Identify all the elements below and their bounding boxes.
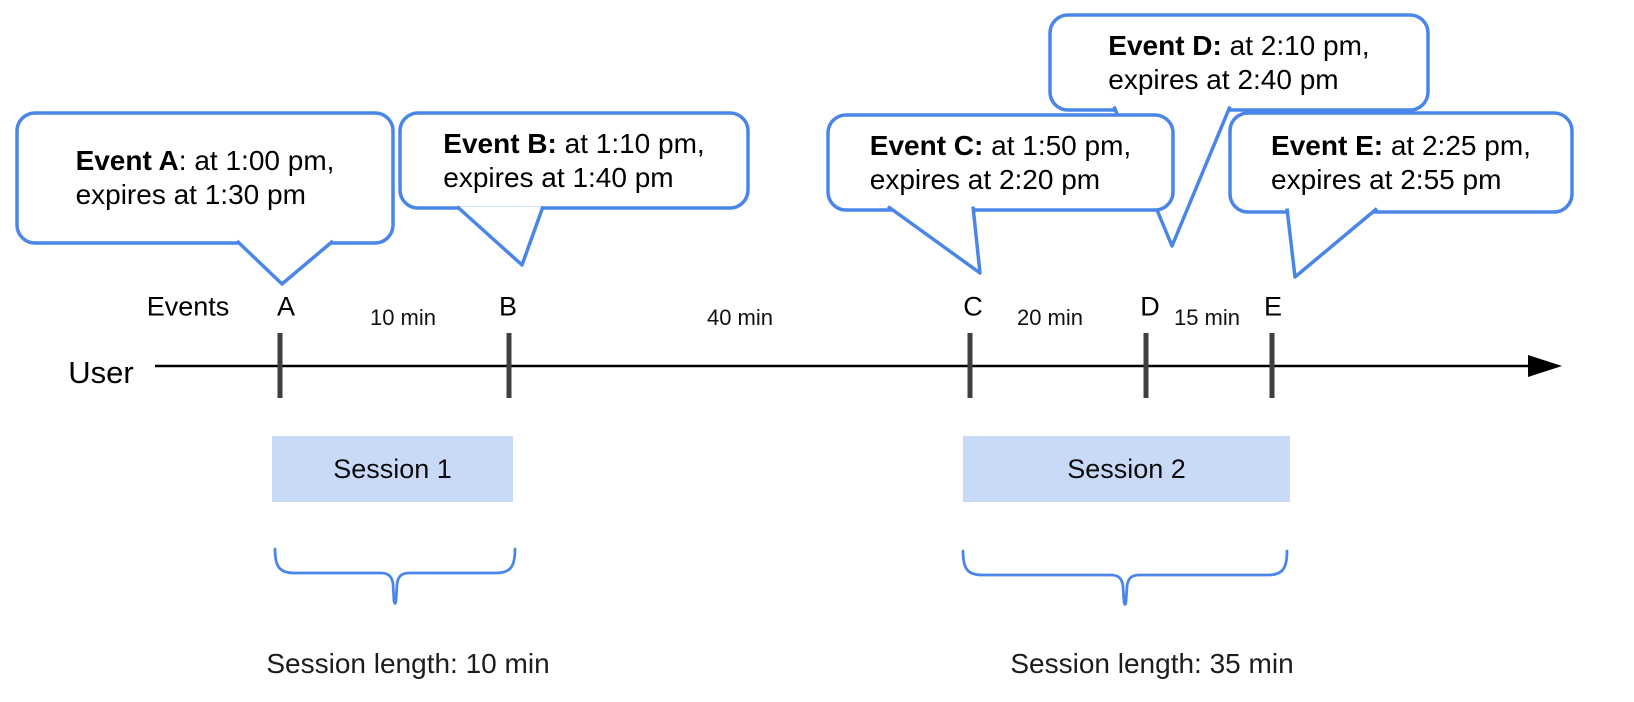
callout-tail-b xyxy=(455,205,545,267)
interval-label-b-c: 40 min xyxy=(706,305,774,330)
event-a-title: Event A xyxy=(75,145,179,177)
event-b-line1: Event B: at 1:10 pm, xyxy=(443,127,704,161)
event-b-title: Event B: xyxy=(443,127,557,159)
session-2-brace xyxy=(961,549,1289,606)
timeline-arrowhead-icon xyxy=(1528,355,1562,377)
event-a-expiry: expires at 1:30 pm xyxy=(75,179,306,210)
event-d-line1: Event D: at 2:10 pm, xyxy=(1108,29,1369,63)
session-2-label: Session 2 xyxy=(1067,453,1186,484)
event-letter-a: A xyxy=(276,291,296,322)
callout-text-e: Event E: at 2:25 pm, expires at 2:55 pm xyxy=(1230,113,1572,212)
user-axis-label: User xyxy=(68,355,134,390)
callout-text-d: Event D: at 2:10 pm, expires at 2:40 pm xyxy=(1050,15,1428,110)
callout-tail-e xyxy=(1285,207,1379,279)
callout-bubble-c xyxy=(826,113,1175,212)
callout-tail-c xyxy=(886,205,982,275)
event-tick-a xyxy=(277,333,283,398)
event-a-line1: Event A: at 1:00 pm, xyxy=(76,144,335,178)
session-1-length-label: Session length: 10 min xyxy=(266,648,550,679)
event-letter-e: E xyxy=(1263,291,1283,322)
event-d-title: Event D: xyxy=(1108,29,1222,61)
session-1-label: Session 1 xyxy=(333,453,452,484)
event-e-time: at 2:25 pm, xyxy=(1383,129,1531,161)
session-1-bar: Session 1 xyxy=(272,436,513,502)
session-1-brace xyxy=(273,547,517,605)
event-a-time: : at 1:00 pm, xyxy=(178,145,335,177)
event-c-expiry: expires at 2:20 pm xyxy=(869,163,1101,195)
event-b-expiry: expires at 1:40 pm xyxy=(443,161,674,193)
event-letter-d: D xyxy=(1140,291,1160,322)
interval-label-d-e: 15 min xyxy=(1173,305,1241,330)
event-c-time: at 1:50 pm, xyxy=(983,129,1132,161)
callout-bubble-a xyxy=(15,111,395,245)
event-c-line1: Event C: at 1:50 pm, xyxy=(870,129,1131,163)
event-tick-c xyxy=(967,333,973,398)
callout-bubble-d xyxy=(1048,13,1430,112)
event-d-expiry: expires at 2:40 pm xyxy=(1108,63,1339,95)
callout-text-a: Event A: at 1:00 pm, expires at 1:30 pm xyxy=(17,113,393,243)
event-e-title: Event E: xyxy=(1271,129,1384,161)
events-row-label: Events xyxy=(146,291,230,322)
session-2-length-label: Session length: 35 min xyxy=(1010,648,1294,679)
callout-bubble-b xyxy=(398,111,750,210)
event-e-line1: Event E: at 2:25 pm, xyxy=(1271,129,1531,163)
session-2-bar: Session 2 xyxy=(963,436,1290,502)
event-e-expiry: expires at 2:55 pm xyxy=(1271,163,1502,195)
event-tick-e xyxy=(1269,333,1275,398)
event-letter-c: C xyxy=(963,291,983,322)
callout-bubble-e xyxy=(1228,111,1574,214)
callout-text-b: Event B: at 1:10 pm, expires at 1:40 pm xyxy=(400,113,748,208)
interval-label-c-d: 20 min xyxy=(1016,305,1084,330)
event-b-time: at 1:10 pm, xyxy=(556,127,705,159)
event-c-title: Event C: xyxy=(869,129,984,161)
callout-text-c: Event C: at 1:50 pm, expires at 2:20 pm xyxy=(828,115,1173,210)
interval-label-a-b: 10 min xyxy=(369,305,437,330)
callout-tail-a xyxy=(235,239,335,286)
event-letter-b: B xyxy=(498,291,518,322)
event-d-time: at 2:10 pm, xyxy=(1221,29,1370,61)
event-tick-b xyxy=(506,333,512,398)
event-tick-d xyxy=(1143,333,1149,398)
